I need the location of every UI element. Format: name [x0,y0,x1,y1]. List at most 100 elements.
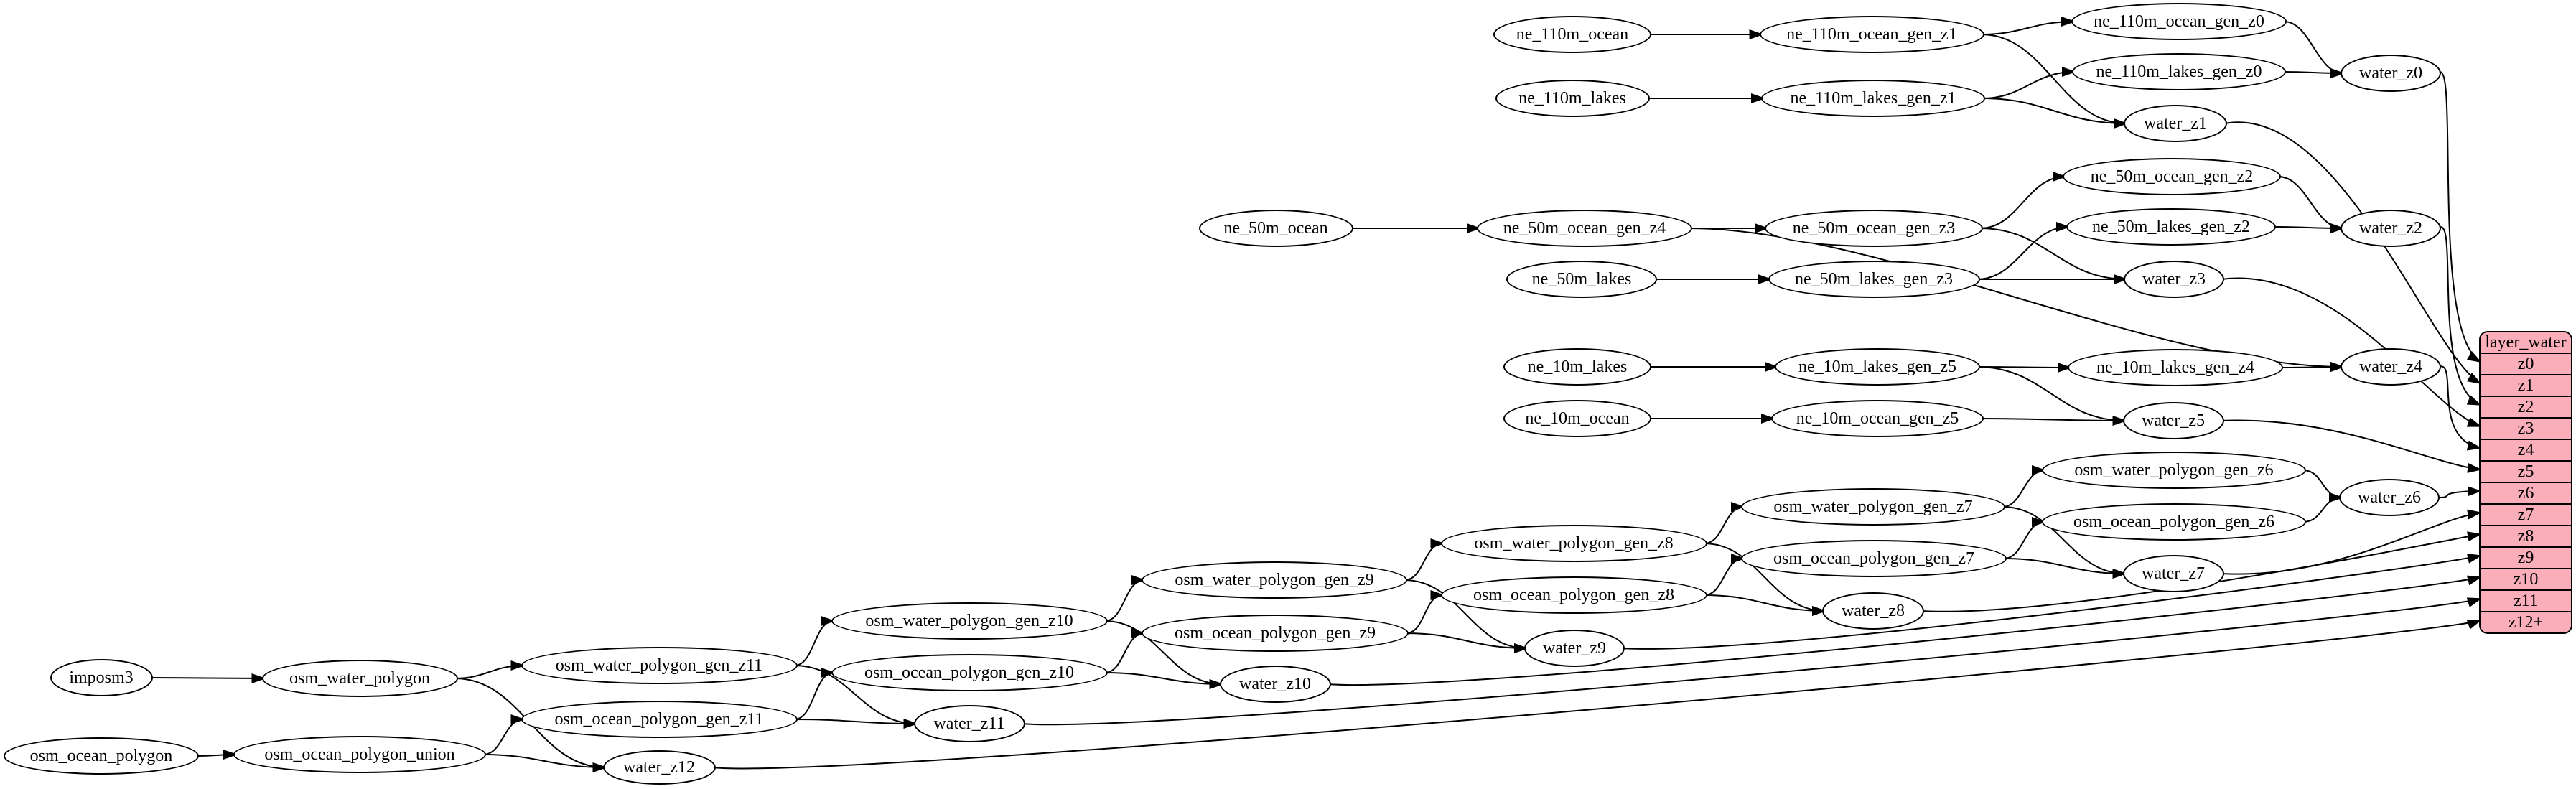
node-label: osm_ocean_polygon_gen_z8 [1473,586,1674,604]
edge-osm_ocean_polygon_gen_z10-to-water_z10 [1104,672,1224,689]
edge-ne_50m_ocean_gen_z3-to-ne_50m_ocean_gen_z2 [1979,172,2067,229]
node-ne_10m_lakes: ne_10m_lakes [1503,348,1651,386]
edge-ne_10m_lakes_gen_z4-to-water_z4 [2279,362,2345,373]
node-water_z1: water_z1 [2124,105,2227,142]
node-label: water_z0 [2359,64,2422,83]
node-ne_110m_lakes_gen_z0: ne_110m_lakes_gen_z0 [2072,53,2286,90]
node-label: water_z10 [1239,675,1311,694]
node-label: ne_10m_ocean_gen_z5 [1796,409,1959,428]
node-label: ne_110m_ocean [1516,25,1629,44]
node-ne_10m_ocean: ne_10m_ocean [1503,400,1651,437]
node-osm_water_polygon: osm_water_polygon [261,660,458,697]
table-row-z9: z9 [2481,546,2571,568]
edge-osm_ocean_polygon_union-to-osm_ocean_polygon_gen_z11 [482,714,526,755]
table-row-z7: z7 [2481,503,2571,525]
node-imposm3: imposm3 [50,659,153,696]
node-label: ne_110m_lakes_gen_z0 [2096,62,2262,81]
node-ne_110m_ocean_gen_z1: ne_110m_ocean_gen_z1 [1759,16,1984,53]
edge-osm_ocean_polygon_gen_z11-to-water_z11 [794,718,918,729]
node-osm_ocean_polygon_gen_z7: osm_ocean_polygon_gen_z7 [1741,540,2007,577]
node-water_z10: water_z10 [1219,666,1331,703]
table-row-z12+: z12+ [2481,611,2571,632]
node-ne_50m_ocean_gen_z2: ne_50m_ocean_gen_z2 [2063,158,2281,195]
edge-water_z6-to-layer_water-z6 [2436,486,2482,499]
node-ne_10m_ocean_gen_z5: ne_10m_ocean_gen_z5 [1771,400,1984,437]
table-row-z3: z3 [2481,417,2571,439]
node-label: osm_ocean_polygon_gen_z10 [864,663,1074,682]
node-ne_50m_ocean: ne_50m_ocean [1198,210,1353,247]
edge-water_z1-to-layer_water-z1 [2223,121,2482,384]
node-osm_water_polygon_gen_z7: osm_water_polygon_gen_z7 [1741,488,2005,526]
node-water_z12: water_z12 [602,750,716,785]
edge-osm_ocean_polygon-to-osm_ocean_polygon_union [195,750,238,760]
edge-osm_ocean_polygon_gen_z9-to-osm_ocean_polygon_gen_z8 [1405,590,1445,634]
edge-osm_water_polygon_gen_z9-to-osm_water_polygon_gen_z8 [1404,538,1445,581]
node-water_z4: water_z4 [2341,348,2441,386]
node-label: osm_ocean_polygon_gen_z6 [2073,513,2274,531]
table-row-z5: z5 [2481,460,2571,482]
edge-osm_ocean_polygon_union-to-water_z12 [482,754,607,772]
node-label: water_z2 [2359,219,2422,238]
node-osm_ocean_polygon_union: osm_ocean_polygon_union [233,736,486,773]
node-label: osm_ocean_polygon_gen_z11 [554,710,764,729]
node-water_z3: water_z3 [2124,261,2224,298]
table-row-z11: z11 [2481,589,2571,611]
node-label: water_z7 [2142,564,2205,583]
node-label: ne_50m_lakes_gen_z3 [1795,270,1953,289]
node-label: water_z11 [933,714,1005,733]
node-water_z9: water_z9 [1524,630,1625,667]
edge-osm_ocean_polygon_gen_z10-to-osm_ocean_polygon_gen_z9 [1104,628,1146,673]
node-label: water_z9 [1543,639,1606,658]
edge-osm_water_polygon_gen_z10-to-osm_water_polygon_gen_z9 [1104,575,1146,622]
node-label: ne_50m_lakes_gen_z2 [2092,218,2250,236]
edge-osm_ocean_polygon_gen_z7-to-osm_ocean_polygon_gen_z6 [2003,517,2046,559]
edge-ne_50m_ocean_gen_z2-to-water_z2 [2277,176,2345,233]
node-osm_water_polygon_gen_z8: osm_water_polygon_gen_z8 [1440,525,1707,562]
table-header: layer_water [2481,332,2571,353]
edge-osm_water_polygon_gen_z11-to-osm_water_polygon_gen_z10 [794,616,836,666]
node-label: imposm3 [69,668,134,687]
table-row-z6: z6 [2481,482,2571,503]
node-osm_water_polygon_gen_z6: osm_water_polygon_gen_z6 [2042,452,2306,489]
node-label: ne_50m_ocean_gen_z2 [2090,167,2254,186]
node-label: ne_50m_ocean [1223,219,1328,238]
edge-ne_10m_ocean_gen_z5-to-water_z5 [1980,415,2127,426]
edge-water_z9-to-layer_water-z9 [1621,554,2482,650]
edge-osm_ocean_polygon_gen_z9-to-water_z9 [1405,632,1529,653]
edge-ne_50m_ocean_gen_z4-to-water_z4 [1689,228,2345,372]
node-label: ne_110m_ocean_gen_z0 [2094,12,2264,31]
edge-water_z0-to-layer_water-z0 [2437,71,2482,363]
node-label: water_z12 [623,758,695,777]
node-water_z2: water_z2 [2341,210,2441,247]
node-osm_ocean_polygon_gen_z10: osm_ocean_polygon_gen_z10 [831,654,1108,691]
edge-ne_110m_lakes_gen_z1-to-water_z1 [1982,98,2128,129]
node-label: ne_10m_ocean [1525,409,1630,428]
node-ne_50m_lakes_gen_z2: ne_50m_lakes_gen_z2 [2066,208,2276,246]
node-label: water_z4 [2359,358,2422,376]
node-ne_110m_ocean_gen_z0: ne_110m_ocean_gen_z0 [2071,3,2287,40]
edge-ne_110m_ocean_gen_z0-to-water_z0 [2283,21,2345,78]
edge-ne_110m_ocean_gen_z1-to-ne_110m_ocean_gen_z0 [1981,17,2076,35]
edge-osm_ocean_polygon_gen_z7-to-water_z7 [2003,558,2127,579]
node-label: water_z5 [2142,411,2205,430]
node-label: water_z1 [2144,114,2207,133]
edge-ne_110m_lakes_gen_z1-to-ne_110m_lakes_gen_z0 [1982,67,2076,99]
edge-osm_ocean_polygon_gen_z11-to-osm_ocean_polygon_gen_z10 [794,668,836,720]
table-row-z0: z0 [2481,353,2571,374]
edge-osm_water_polygon_gen_z7-to-osm_water_polygon_gen_z6 [2002,465,2046,508]
node-ne_50m_lakes_gen_z3: ne_50m_lakes_gen_z3 [1768,261,1980,298]
node-label: ne_10m_lakes_gen_z4 [2096,358,2254,377]
node-water_z7: water_z7 [2122,555,2224,592]
node-water_z8: water_z8 [1822,592,1924,630]
node-label: osm_water_polygon_gen_z11 [555,656,763,675]
edge-osm_water_polygon-to-osm_water_polygon_gen_z11 [454,660,526,679]
node-label: water_z3 [2142,270,2206,289]
edge-water_z2-to-layer_water-z2 [2437,226,2482,406]
edge-ne_50m_lakes_gen_z3-to-ne_50m_lakes_gen_z2 [1977,222,2071,280]
node-osm_ocean_polygon: osm_ocean_polygon [4,737,199,775]
node-ne_50m_ocean_gen_z4: ne_50m_ocean_gen_z4 [1477,210,1692,247]
node-water_z5: water_z5 [2122,402,2224,439]
edge-water_z3-to-layer_water-z3 [2221,277,2482,427]
